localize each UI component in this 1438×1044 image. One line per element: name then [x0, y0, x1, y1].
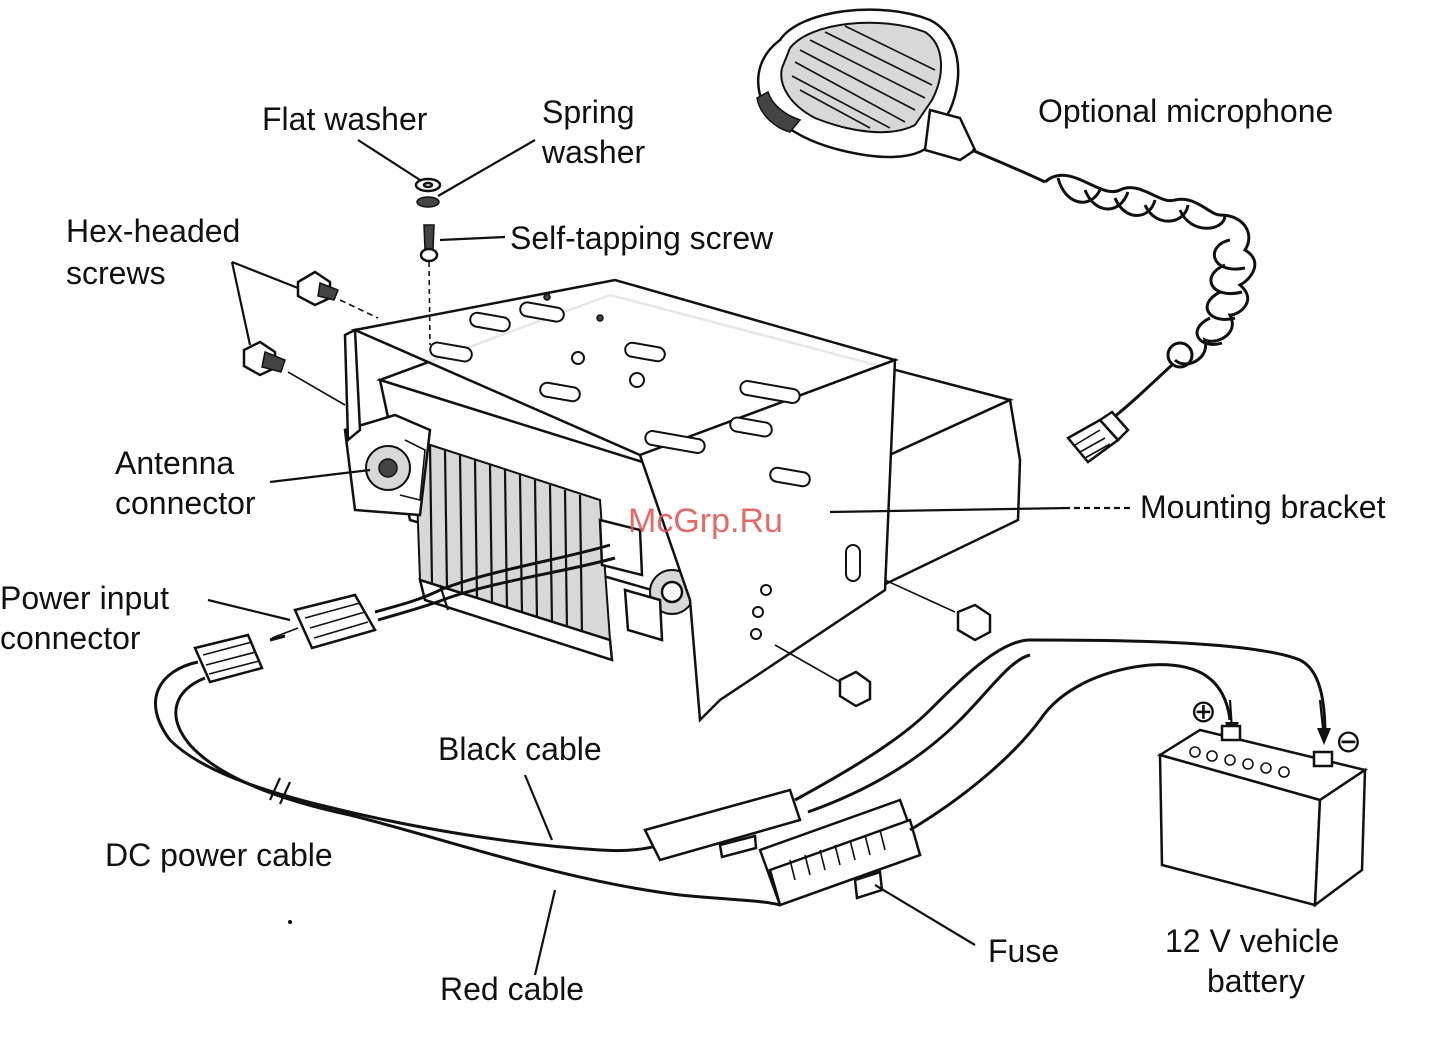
label-flat-washer: Flat washer	[262, 101, 428, 137]
stray-dot	[288, 920, 292, 924]
label-mounting-bracket: Mounting bracket	[1140, 489, 1386, 525]
label-hex-screws-line2: screws	[66, 255, 166, 291]
label-battery-line1: 12 V vehicle	[1165, 923, 1339, 959]
label-dc-power-cable: DC power cable	[105, 837, 333, 873]
label-antenna-connector-line1: Antenna	[115, 445, 234, 481]
microphone-coiled-cord	[1045, 175, 1255, 420]
label-spring-washer-line1: Spring	[542, 94, 635, 130]
label-minus-terminal: ⊖	[1335, 723, 1362, 759]
microphone-plug	[1068, 412, 1128, 462]
label-antenna-connector-line2: connector	[115, 485, 256, 521]
label-optional-microphone: Optional microphone	[1038, 93, 1333, 129]
label-black-cable: Black cable	[438, 731, 602, 767]
label-plus-terminal: ⊕	[1190, 693, 1217, 729]
hex-screw-top	[298, 272, 338, 305]
watermark: McGrp.Ru	[628, 502, 783, 540]
label-power-input-line2: connector	[0, 620, 141, 656]
bracket-screw-right-1	[885, 580, 990, 640]
label-hex-screws-line1: Hex-headed	[66, 213, 240, 249]
flat-washer-part	[416, 179, 440, 191]
label-spring-washer-line2: washer	[541, 134, 646, 170]
label-red-cable: Red cable	[440, 971, 584, 1007]
hex-screw-bottom	[244, 342, 285, 375]
label-power-input-line1: Power input	[0, 580, 169, 616]
label-self-tapping-screw: Self-tapping screw	[510, 220, 774, 256]
label-fuse: Fuse	[988, 933, 1059, 969]
microphone	[757, 10, 1045, 182]
hex-screw-guide-1	[340, 300, 378, 318]
spring-washer-part	[417, 197, 439, 207]
hex-screw-guide-2	[288, 372, 345, 405]
label-battery-line2: battery	[1207, 963, 1305, 999]
